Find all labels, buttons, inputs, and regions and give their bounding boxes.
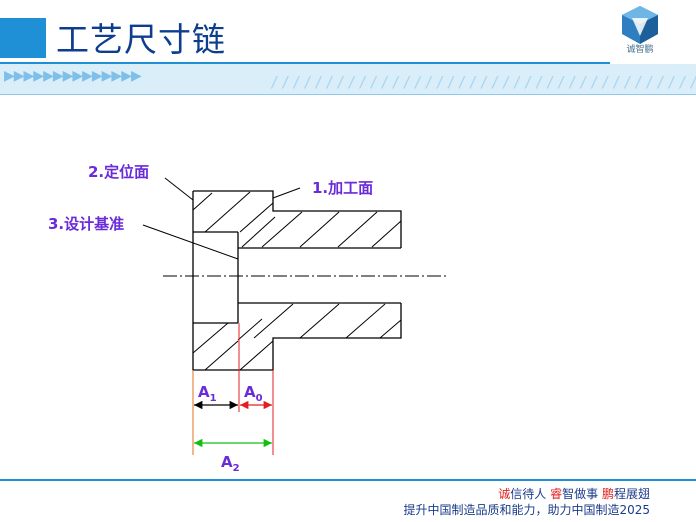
logo-icon [622, 6, 658, 44]
machined-surface-label: 1.加工面 [312, 179, 373, 197]
design-datum-leader [142, 224, 239, 260]
arrow-decoration: ▶▶▶▶▶▶▶▶▶▶▶▶▶▶ [4, 68, 142, 84]
slash-decoration: //////////////////////////////////////// [270, 73, 696, 91]
design-datum-label: 3.设计基准 [48, 215, 124, 233]
footer-divider [0, 479, 696, 481]
dimension-a0-label: A0 [244, 383, 263, 404]
dimension-a2-label: A2 [221, 453, 240, 474]
datum-surface-label: 2.定位面 [88, 163, 149, 181]
dimension-a1-label: A1 [198, 383, 217, 404]
machined-surface-leader [272, 187, 301, 199]
datum-surface-leader [164, 177, 194, 201]
header-divider [0, 62, 610, 64]
footer-slogan: 诚信待人 睿智做事 鹏程展翅 [498, 487, 650, 501]
part-outline [192, 190, 402, 371]
header-band [0, 64, 696, 94]
section-hatching [192, 191, 402, 371]
footer-tagline: 提升中国制造品质和能力，助力中国制造2025 [403, 503, 650, 517]
logo-text: 诚智鹏 [626, 45, 654, 55]
page-title: 工艺尺寸链 [56, 20, 226, 59]
title-accent-square [0, 18, 46, 58]
header-band-edge [0, 94, 696, 95]
